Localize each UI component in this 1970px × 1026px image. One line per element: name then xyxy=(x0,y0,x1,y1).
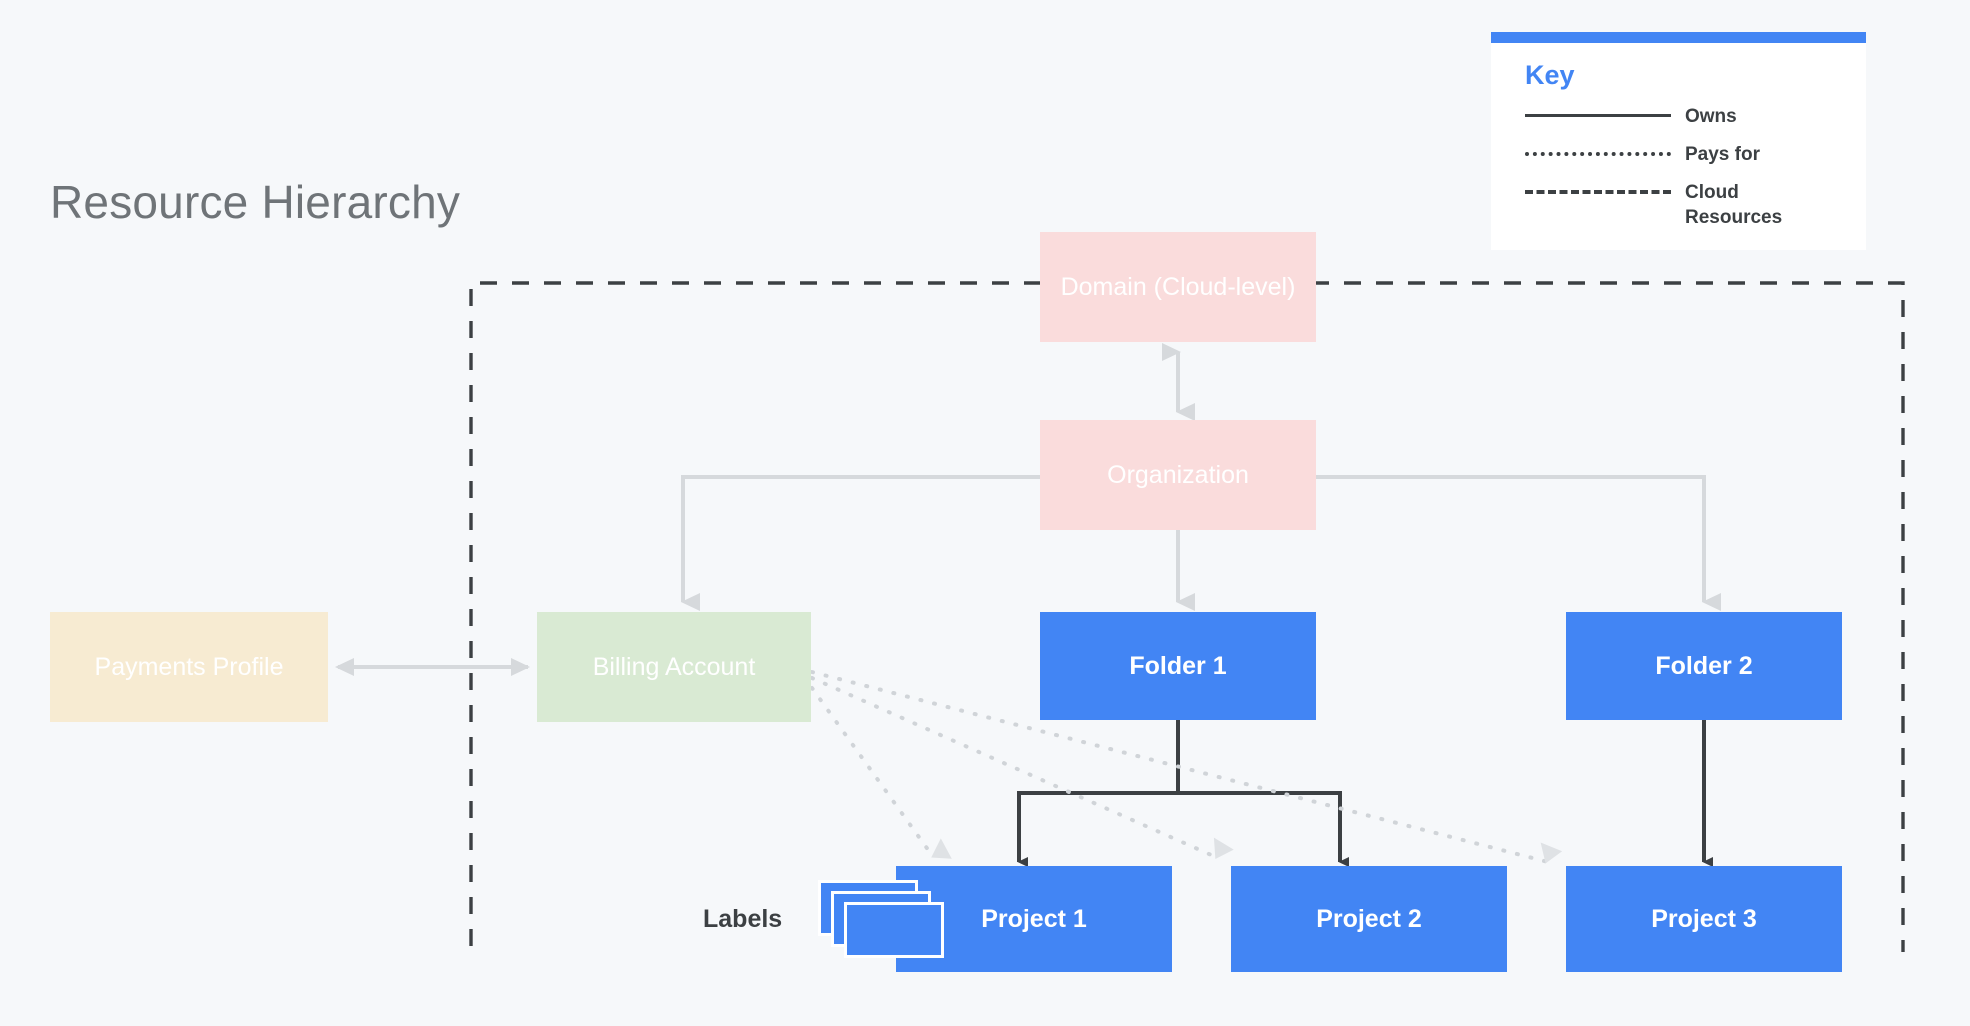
node-organization-label: Organization xyxy=(1107,460,1249,489)
key-entry-cloud-resources: Cloud Resources xyxy=(1525,181,1832,230)
node-payments-profile-label: Payments Profile xyxy=(94,652,284,681)
node-folder-2-label: Folder 2 xyxy=(1655,651,1753,680)
key-entry-pays-for-label: Pays for xyxy=(1685,144,1760,165)
dashed-line-icon xyxy=(1525,181,1673,203)
node-folder-1[interactable]: Folder 1 xyxy=(1040,612,1316,720)
page-title: Resource Hierarchy xyxy=(50,176,461,228)
node-domain-label: Domain (Cloud-level) xyxy=(1060,272,1296,301)
key-panel: Key Owns Pays for Cloud Resources xyxy=(1491,32,1866,250)
node-project-3[interactable]: Project 3 xyxy=(1566,866,1842,972)
dotted-line-icon xyxy=(1525,143,1673,165)
solid-line-icon xyxy=(1525,105,1673,127)
node-project-3-label: Project 3 xyxy=(1651,904,1757,933)
node-folder-2[interactable]: Folder 2 xyxy=(1566,612,1842,720)
node-billing-account-label: Billing Account xyxy=(592,652,756,681)
labels-caption: Labels xyxy=(703,905,783,933)
node-project-2[interactable]: Project 2 xyxy=(1231,866,1507,972)
key-entry-owns: Owns xyxy=(1525,105,1832,129)
key-entry-owns-label: Owns xyxy=(1685,105,1737,127)
node-project-2-label: Project 2 xyxy=(1316,904,1422,933)
edge-folder1-project1 xyxy=(1017,720,1180,868)
edge-folder1-project2 xyxy=(1178,791,1349,868)
edge-organization-folder2 xyxy=(1316,475,1721,611)
node-payments-profile[interactable]: Payments Profile xyxy=(50,612,328,722)
key-entry-pays-for: Pays for xyxy=(1525,143,1832,167)
key-panel-accent-bar xyxy=(1491,32,1866,43)
node-folder-1-label: Folder 1 xyxy=(1129,651,1227,680)
key-entry-cloud-resources-label: Cloud Resources xyxy=(1685,182,1783,228)
node-project-1-label: Project 1 xyxy=(981,904,1087,933)
label-card-front xyxy=(844,902,944,958)
key-title: Key xyxy=(1525,60,1575,90)
node-billing-account[interactable]: Billing Account xyxy=(537,612,811,722)
node-organization[interactable]: Organization xyxy=(1040,420,1316,530)
labels-stack-icon[interactable] xyxy=(818,880,948,960)
edge-billing-pays-project1 xyxy=(810,686,952,860)
edge-organization-billing xyxy=(681,475,1040,611)
node-domain[interactable]: Domain (Cloud-level) xyxy=(1040,232,1316,342)
